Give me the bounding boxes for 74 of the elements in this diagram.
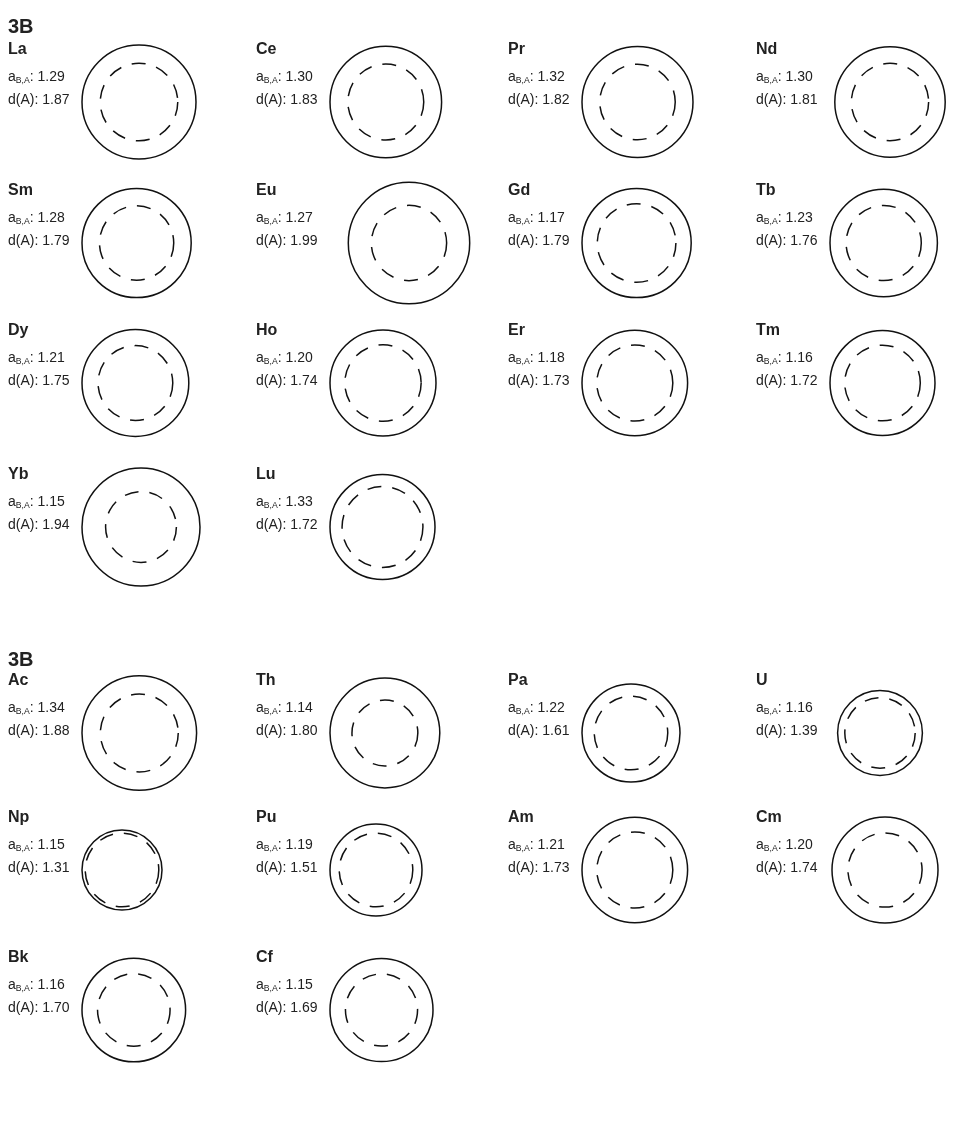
radius-value: d(A): 1.99: [256, 231, 318, 249]
ratio-value: a$_{B,A}$: 1.29: [8, 67, 65, 85]
element-symbol: Pa: [508, 671, 528, 689]
element-symbol: Th: [256, 671, 276, 689]
radius-value: d(A): 1.79: [8, 231, 70, 249]
element-symbol: Lu: [256, 465, 276, 483]
element-symbol: Eu: [256, 181, 277, 199]
element-symbol: Am: [508, 808, 534, 826]
radius-value: d(A): 1.74: [256, 371, 318, 389]
radius-value: d(A): 1.70: [8, 998, 70, 1016]
element-symbol: Cf: [256, 948, 273, 966]
element-symbol: Pr: [508, 40, 525, 58]
section-heading: 3B: [8, 648, 34, 670]
ratio-value: a$_{B,A}$: 1.23: [756, 208, 813, 226]
radius-value: d(A): 1.69: [256, 998, 318, 1016]
element-symbol: Np: [8, 808, 30, 826]
ratio-value: a$_{B,A}$: 1.20: [256, 348, 313, 366]
element-symbol: Dy: [8, 321, 29, 339]
ratio-value: a$_{B,A}$: 1.30: [256, 67, 313, 85]
radius-value: d(A): 1.76: [756, 231, 818, 249]
ratio-value: a$_{B,A}$: 1.16: [756, 698, 813, 716]
element-symbol: Nd: [756, 40, 778, 58]
ratio-value: a$_{B,A}$: 1.27: [256, 208, 313, 226]
radius-value: d(A): 1.80: [256, 721, 318, 739]
radius-value: d(A): 1.61: [508, 721, 570, 739]
element-symbol: Tb: [756, 181, 776, 199]
radius-value: d(A): 1.72: [256, 515, 318, 533]
element-symbol: Gd: [508, 181, 531, 199]
radius-value: d(A): 1.73: [508, 371, 570, 389]
ratio-value: a$_{B,A}$: 1.15: [8, 492, 65, 510]
ratio-value: a$_{B,A}$: 1.15: [256, 975, 313, 993]
ratio-value: a$_{B,A}$: 1.16: [8, 975, 65, 993]
ratio-value: a$_{B,A}$: 1.18: [508, 348, 565, 366]
element-symbol: Bk: [8, 948, 29, 966]
ratio-value: a$_{B,A}$: 1.33: [256, 492, 313, 510]
ratio-value: a$_{B,A}$: 1.30: [756, 67, 813, 85]
ratio-value: a$_{B,A}$: 1.16: [756, 348, 813, 366]
ratio-value: a$_{B,A}$: 1.21: [508, 835, 565, 853]
ratio-value: a$_{B,A}$: 1.28: [8, 208, 65, 226]
element-symbol: Cm: [756, 808, 782, 826]
ratio-value: a$_{B,A}$: 1.22: [508, 698, 565, 716]
ratio-value: a$_{B,A}$: 1.34: [8, 698, 65, 716]
element-symbol: Pu: [256, 808, 277, 826]
radius-value: d(A): 1.51: [256, 858, 318, 876]
element-symbol: La: [8, 40, 27, 58]
radius-value: d(A): 1.73: [508, 858, 570, 876]
radius-value: d(A): 1.75: [8, 371, 70, 389]
ratio-value: a$_{B,A}$: 1.17: [508, 208, 565, 226]
radius-value: d(A): 1.72: [756, 371, 818, 389]
radius-value: d(A): 1.82: [508, 90, 570, 108]
ratio-value: a$_{B,A}$: 1.14: [256, 698, 313, 716]
element-symbol: Sm: [8, 181, 33, 199]
radius-value: d(A): 1.79: [508, 231, 570, 249]
element-symbol: Ac: [8, 671, 29, 689]
ratio-value: a$_{B,A}$: 1.19: [256, 835, 313, 853]
element-symbol: Er: [508, 321, 525, 339]
radius-value: d(A): 1.81: [756, 90, 818, 108]
radius-value: d(A): 1.83: [256, 90, 318, 108]
element-symbol: Ce: [256, 40, 277, 58]
ratio-value: a$_{B,A}$: 1.20: [756, 835, 813, 853]
element-symbol: Yb: [8, 465, 29, 483]
radius-value: d(A): 1.74: [756, 858, 818, 876]
radius-value: d(A): 1.39: [756, 721, 818, 739]
radius-value: d(A): 1.88: [8, 721, 70, 739]
radius-value: d(A): 1.87: [8, 90, 70, 108]
element-symbol: Ho: [256, 321, 278, 339]
ratio-value: a$_{B,A}$: 1.15: [8, 835, 65, 853]
radius-value: d(A): 1.94: [8, 515, 70, 533]
element-symbol: Tm: [756, 321, 780, 339]
element-symbol: U: [756, 671, 768, 689]
radius-value: d(A): 1.31: [8, 858, 70, 876]
ratio-value: a$_{B,A}$: 1.21: [8, 348, 65, 366]
ratio-value: a$_{B,A}$: 1.32: [508, 67, 565, 85]
section-heading: 3B: [8, 15, 34, 37]
